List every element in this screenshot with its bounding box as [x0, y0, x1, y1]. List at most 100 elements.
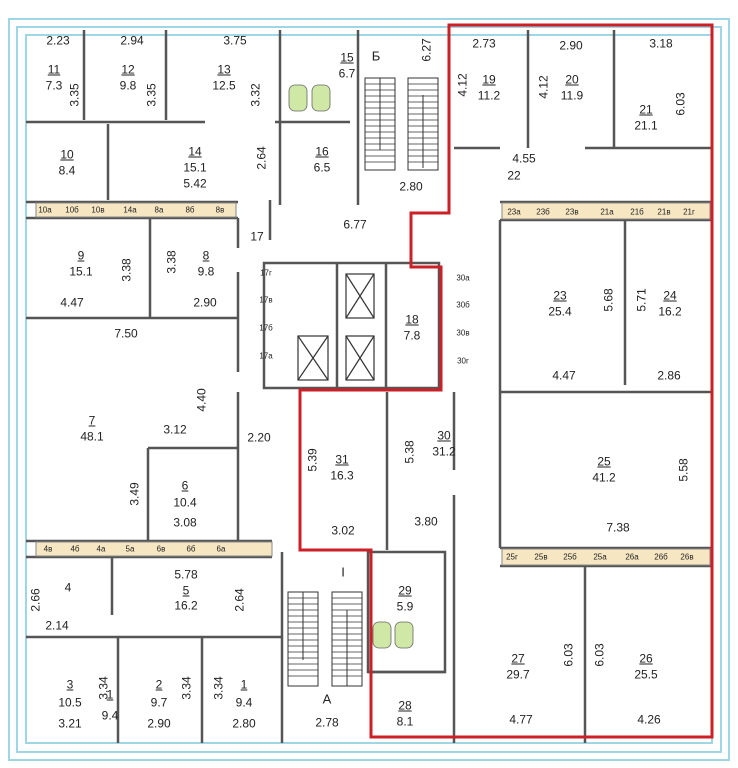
small-room-label: 30а — [456, 273, 470, 283]
room-1-area: 9.4 — [235, 695, 253, 710]
room-13-dim: 3.75 — [223, 33, 247, 48]
room-21-number: 21 — [639, 102, 653, 117]
interior-walls — [26, 30, 712, 743]
small-room-label: 25в — [534, 552, 548, 562]
room-28-number: 28 — [398, 698, 412, 713]
room-27-dim: 6.03 — [561, 643, 576, 667]
room-3-area: 10.5 — [58, 695, 82, 710]
room-27-dim: 4.77 — [509, 712, 533, 727]
room-6-dim: 3.49 — [127, 482, 142, 506]
room-19-area: 11.2 — [477, 88, 501, 103]
small-room-label: 23а — [507, 207, 521, 217]
room-26-area: 25.5 — [634, 667, 658, 682]
room-30-dim: 5.38 — [402, 440, 417, 464]
room-7-number: 7 — [88, 413, 96, 428]
room-27-area: 29.7 — [506, 667, 530, 682]
room-30-area: 31.2 — [432, 444, 456, 459]
room-24-dim: 5.71 — [634, 288, 649, 312]
room-27-number: 27 — [511, 651, 525, 666]
small-room-label: 23в — [565, 207, 579, 217]
room-1-dim: 2.80 — [232, 716, 256, 731]
room-7-dim: 4.40 — [194, 388, 209, 412]
room-19-dim: 2.73 — [472, 36, 496, 51]
room-26-number: 26 — [639, 651, 653, 666]
small-room-label: 4а — [96, 544, 106, 554]
room-23-area: 25.4 — [548, 304, 572, 319]
room-28-area: 8.1 — [396, 714, 414, 729]
room-25-dim: 7.38 — [606, 520, 630, 535]
room-2-dim: 3.34 — [179, 676, 194, 700]
small-room-label: 17б — [259, 323, 273, 333]
room-11-area: 7.3 — [45, 78, 63, 93]
room-7-dim: 3.12 — [163, 422, 187, 437]
room-3-dim: 3.34 — [96, 676, 111, 700]
room-16-number: 16 — [315, 144, 329, 159]
room-11-dim: 3.35 — [67, 83, 82, 107]
room-2-dim: 2.90 — [147, 716, 171, 731]
small-room-label: 5а — [125, 544, 135, 554]
small-room-label: 6в — [156, 544, 166, 554]
small-room-label: 21б — [630, 207, 644, 217]
room-4-number: 4 — [64, 580, 72, 595]
room-19-dim: 4.12 — [455, 73, 470, 97]
small-room-label: 8а — [154, 205, 164, 215]
room-5-area: 16.2 — [174, 598, 198, 613]
room-29-area: 5.9 — [396, 599, 414, 614]
room-13-dim: 3.32 — [248, 83, 263, 107]
room-1-area: 9.4 — [101, 708, 119, 723]
room-24-dim: 2.86 — [657, 368, 681, 383]
stair-b-width: 2.80 — [399, 179, 423, 194]
room-12-area: 9.8 — [119, 78, 137, 93]
room-19-number: 19 — [482, 72, 496, 87]
room-11-dim: 2.23 — [46, 33, 70, 48]
stair-b-label: Б — [371, 48, 381, 64]
room-14-dim: 2.64 — [254, 146, 269, 170]
staircases — [287, 77, 439, 687]
room-20-number: 20 — [565, 72, 579, 87]
stair-a-label: А — [322, 691, 332, 707]
room-4-dim: 2.66 — [28, 588, 43, 612]
room-12-dim: 2.94 — [120, 33, 144, 48]
room-20-area: 11.9 — [560, 88, 584, 103]
room-1-number: 1 — [106, 687, 114, 702]
room-25-area: 41.2 — [592, 470, 616, 485]
room-5-dim: 5.78 — [174, 567, 198, 582]
room-29-number: 29 — [398, 583, 412, 598]
room-14-dim: 5.42 — [183, 176, 207, 191]
small-room-label: 6а — [216, 544, 226, 554]
room-3-dim: 3.21 — [58, 716, 82, 731]
room-8-dim: 2.90 — [193, 295, 217, 310]
room-2-area: 9.7 — [150, 695, 168, 710]
small-room-label: 10б — [65, 205, 79, 215]
small-room-label: 26а — [625, 552, 639, 562]
room-6-number: 6 — [181, 478, 189, 493]
room-2-number: 2 — [155, 677, 163, 692]
room-8-number: 8 — [202, 248, 210, 263]
room-10-number: 10 — [60, 147, 74, 162]
room-25-number: 25 — [597, 454, 611, 469]
room-9-dim: 4.47 — [60, 295, 84, 310]
room-20-dim: 4.12 — [536, 75, 551, 99]
room-5-dim: 2.64 — [232, 588, 247, 612]
room-17-dim: 6.77 — [343, 217, 367, 232]
room-10-area: 8.4 — [58, 163, 76, 178]
small-room-label: 14а — [123, 205, 137, 215]
small-room-label: 17г — [260, 268, 272, 278]
room-3-number: 3 — [66, 677, 74, 692]
small-room-label: 6б — [186, 544, 196, 554]
room-24-area: 16.2 — [658, 304, 682, 319]
room-24-number: 24 — [663, 288, 677, 303]
small-room-label: 30б — [456, 300, 470, 310]
room-13-area: 12.5 — [212, 78, 236, 93]
stair-a-dim: 2.78 — [315, 715, 339, 730]
room-23-dim: 4.47 — [552, 368, 576, 383]
room-11-number: 11 — [47, 62, 61, 77]
room-6-area: 10.4 — [173, 495, 197, 510]
room-21-dim: 3.18 — [649, 36, 673, 51]
room-31-dim: 5.39 — [305, 448, 320, 472]
small-room-label: 26б — [654, 552, 668, 562]
small-room-label: 25а — [593, 552, 607, 562]
small-room-label: 23б — [536, 207, 550, 217]
small-room-label: 25б — [563, 552, 577, 562]
